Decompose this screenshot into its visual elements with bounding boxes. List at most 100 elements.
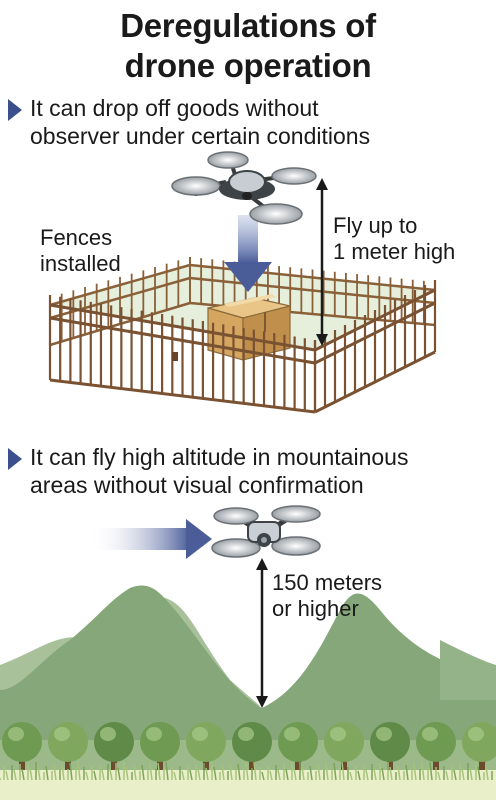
grass-blade: [349, 771, 353, 781]
grass-blade: [45, 765, 49, 781]
gate-latch: [172, 352, 178, 361]
grass-blade: [357, 770, 361, 781]
delivery-drone-icon: [171, 151, 317, 225]
grass-blade: [453, 769, 457, 781]
tree-icon: [416, 722, 456, 770]
title-line-1: Deregulations of: [120, 7, 376, 44]
grass-blade: [221, 765, 225, 781]
tree-icon: [140, 722, 180, 770]
grass-blade: [205, 767, 209, 781]
grass-blade: [413, 763, 417, 781]
fence-front-rails: [48, 280, 437, 412]
grass-blade: [213, 766, 217, 781]
grass-blade: [133, 765, 137, 781]
height-label-line-1: Fly up to: [333, 213, 418, 238]
altitude-label: 150 meters or higher: [272, 570, 382, 622]
tree-icon: [186, 722, 226, 770]
grass-blade: [189, 769, 193, 781]
section2-line-1: It can fly high altitude in mountainous: [30, 444, 409, 470]
grass-blade: [389, 766, 393, 781]
title-line-2: drone operation: [124, 47, 372, 84]
fences-label: Fences installed: [40, 225, 121, 277]
grass-blade: [229, 764, 233, 781]
tree-icon: [2, 722, 42, 770]
section2-line-2: areas without visual confirmation: [30, 472, 364, 498]
section2-heading: It can fly high altitude in mountainous …: [30, 443, 408, 499]
fences-label-line-2: installed: [40, 251, 121, 276]
grass-blade: [269, 770, 273, 781]
grass-blade: [405, 764, 409, 781]
grass-blade: [293, 767, 297, 781]
grass-blade: [341, 761, 345, 781]
tree-icon: [48, 722, 88, 770]
grass-blade: [93, 770, 97, 781]
tree-icon: [324, 722, 364, 770]
grass-blade: [173, 771, 177, 781]
grass-blade: [421, 762, 425, 781]
grass-blade: [469, 767, 473, 781]
grass-blade: [317, 764, 321, 781]
grass-blade: [5, 770, 9, 781]
tree-icon: [94, 722, 134, 770]
tree-icon: [278, 722, 318, 770]
grass-blade: [245, 762, 249, 781]
grass-blade: [461, 768, 465, 781]
bullet-triangle-icon: [8, 448, 22, 470]
section1-heading: It can drop off goods without observer u…: [30, 94, 370, 150]
grass-blade: [29, 767, 33, 781]
grass-blade: [333, 762, 337, 781]
grass-blade: [13, 769, 17, 781]
grass-blade: [37, 766, 41, 781]
grass-blade: [285, 768, 289, 781]
flight-direction-arrow-icon: [90, 519, 212, 559]
grass-blade: [253, 761, 257, 781]
mountain-drone-icon: [211, 505, 321, 558]
grass-blade: [181, 770, 185, 781]
grass-blade: [477, 766, 481, 781]
grass-blade: [149, 763, 153, 781]
grass-blade: [261, 771, 265, 781]
grass-blade: [53, 764, 57, 781]
grass-blade: [309, 765, 313, 781]
grass-blade: [325, 763, 329, 781]
grass-blade: [373, 768, 377, 781]
page-title: Deregulations of drone operation: [0, 6, 496, 86]
altitude-150m-arrow-icon: [256, 558, 268, 708]
grass-blade: [397, 765, 401, 781]
fence-enclosure: [48, 257, 437, 414]
section1-line-1: It can drop off goods without: [30, 95, 319, 121]
grass-blade: [485, 765, 489, 781]
grass-blade: [109, 768, 113, 781]
grass-blade: [365, 769, 369, 781]
grass-blade: [165, 761, 169, 781]
grass-blade: [301, 766, 305, 781]
grass-blade: [77, 761, 81, 781]
grass-blade: [141, 764, 145, 781]
bullet-triangle-icon: [8, 99, 22, 121]
tree-row: [2, 722, 496, 770]
altitude-label-line-2: or higher: [272, 596, 359, 621]
grass-blade: [125, 766, 129, 781]
grass-blade: [21, 768, 25, 781]
grass-strip: [0, 761, 496, 800]
grass-blade: [61, 763, 65, 781]
grass-blade: [197, 768, 201, 781]
grass-blade: [117, 767, 121, 781]
grass-blade: [69, 762, 73, 781]
fences-label-line-1: Fences: [40, 225, 113, 250]
grass-blade: [437, 771, 441, 781]
tree-icon: [232, 722, 272, 770]
tree-icon: [462, 722, 496, 770]
section1-line-2: observer under certain conditions: [30, 123, 371, 149]
height-label-line-2: 1 meter high: [333, 239, 456, 264]
grass-blade: [101, 769, 105, 781]
height-1m-label: Fly up to 1 meter high: [333, 213, 455, 265]
grass-blade: [237, 763, 241, 781]
grass-blade: [85, 771, 89, 781]
delivery-arrow-icon: [224, 215, 272, 292]
grass-blade: [429, 761, 433, 781]
tree-icon: [370, 722, 410, 770]
grass-blade: [277, 769, 281, 781]
grass-blade: [445, 770, 449, 781]
